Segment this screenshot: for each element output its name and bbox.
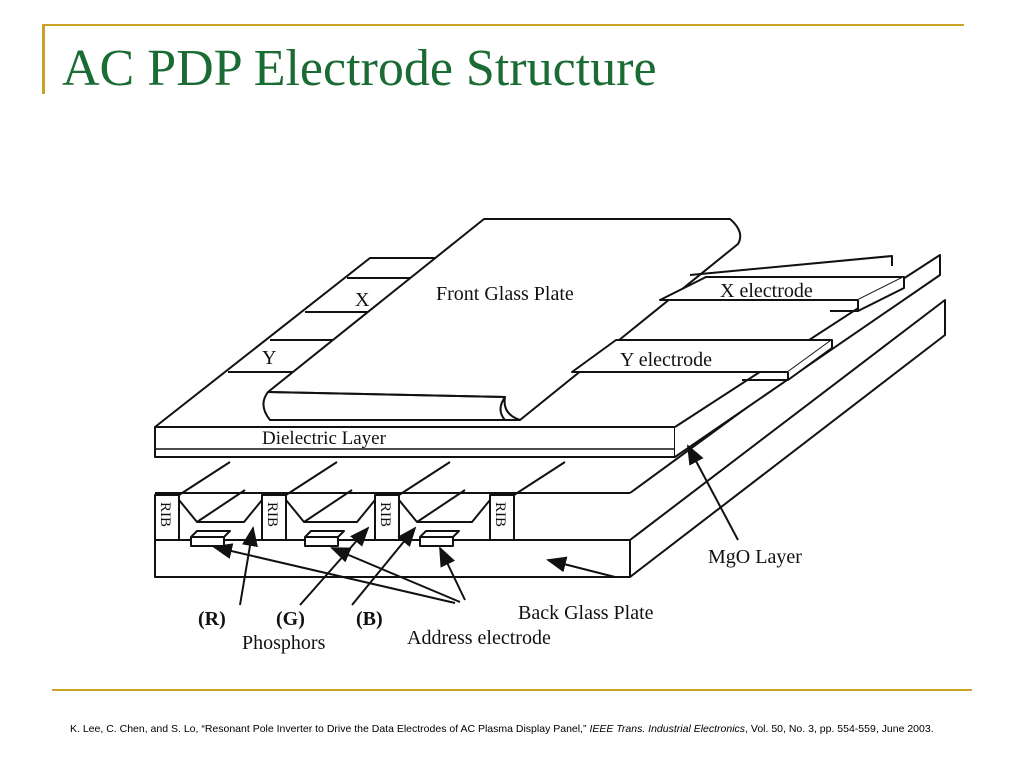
back-glass-plate [154,299,946,578]
front-glass-plate [262,218,742,421]
rib-1 [154,494,180,541]
arrow-mgo [687,444,739,541]
arrow-address-3 [439,546,466,601]
arrow-blue-phosphor [351,526,417,606]
red-phosphor-label: (R) [198,608,226,630]
rib-4 [489,494,515,541]
blue-phosphor-label: (B) [356,608,383,630]
x-stripe-label: X [355,289,370,311]
rib-3 [374,494,400,541]
green-phosphor-label: (G) [276,608,305,630]
y-stripe-label: Y [262,347,276,369]
address-electrode-label: Address electrode [407,627,551,649]
citation-authors-title: K. Lee, C. Chen, and S. Lo, “Resonant Po… [70,723,590,735]
bottom-divider [52,689,972,691]
citation-details: , Vol. 50, No. 3, pp. 554-559, June 2003… [745,723,934,735]
arrow-red-phosphor [239,526,258,606]
frame-accent-top [42,24,964,26]
phosphor-trough-red [178,499,263,523]
frame-accent-vertical [42,24,45,94]
y-electrode-bar [571,339,833,381]
phosphor-trough-blue [398,499,491,523]
back-glass-label: Back Glass Plate [518,602,654,624]
mgo-label: MgO Layer [708,546,802,568]
x-electrode-label: X electrode [720,280,813,302]
arrow-green-phosphor [299,526,370,606]
rib-label-2: RIB [264,502,280,527]
arrow-address-2 [330,547,461,603]
y-electrode-label: Y electrode [620,349,712,371]
address-electrode-3 [419,536,454,547]
phosphor-trough-green [285,499,376,523]
citation-journal: IEEE Trans. Industrial Electronics [589,723,746,735]
rib-2 [261,494,287,541]
x-electrode-bar [659,255,905,312]
dielectric-label: Dielectric Layer [262,428,387,449]
rib-label-3: RIB [377,502,393,527]
phosphors-label: Phosphors [242,632,326,654]
leader-arrows [212,444,739,606]
front-left-surface [154,257,445,428]
rib-label-4: RIB [492,502,508,527]
address-electrode-1 [190,536,225,547]
arrow-address-1 [212,543,456,604]
citation: K. Lee, C. Chen, and S. Lo, “Resonant Po… [70,722,950,737]
arrow-back-glass [546,556,616,578]
slide-title: AC PDP Electrode Structure [62,40,657,97]
rib-label-1: RIB [157,502,173,527]
front-glass-label: Front Glass Plate [436,283,574,305]
address-electrode-2 [304,536,339,547]
